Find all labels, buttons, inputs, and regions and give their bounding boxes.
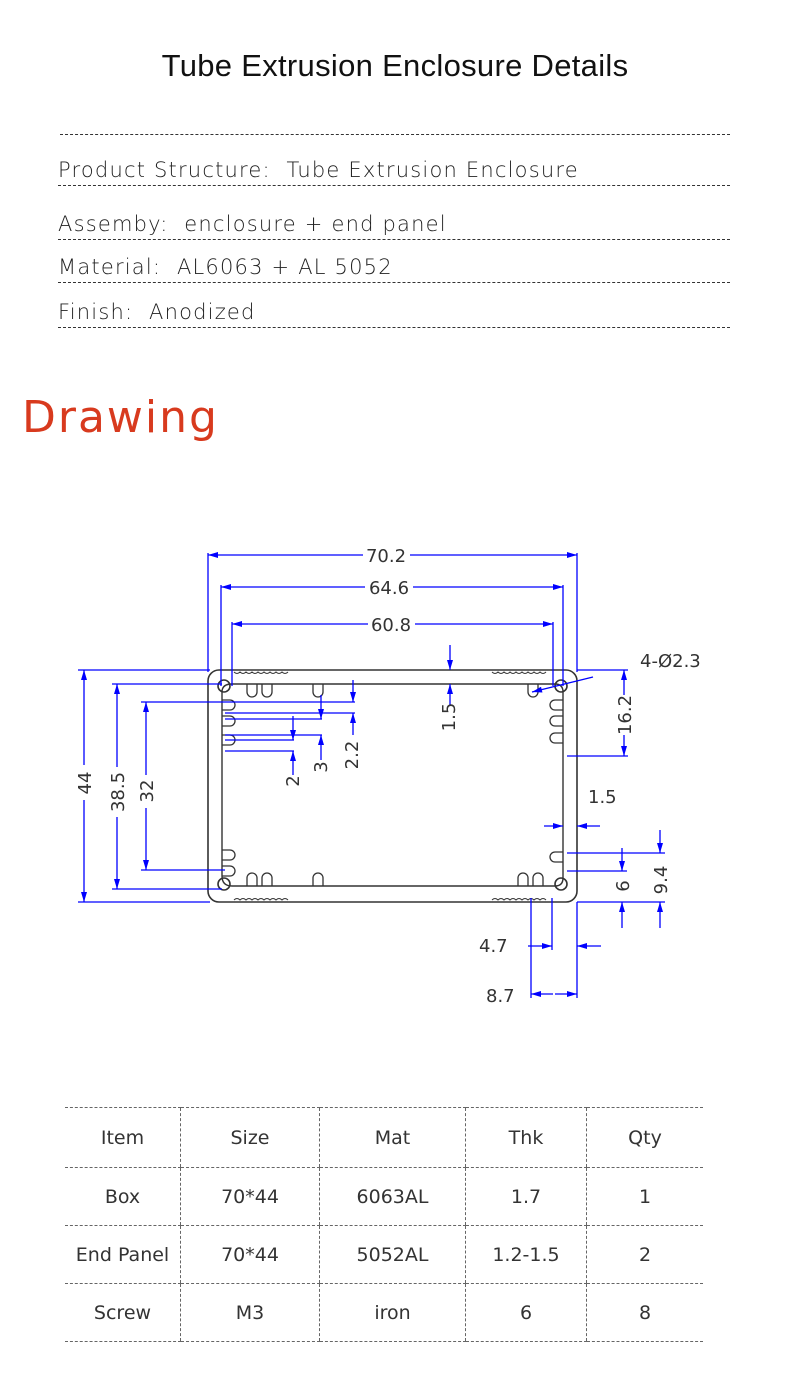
spec-label: Product Structure	[58, 158, 263, 182]
table-header: Qty	[586, 1107, 703, 1168]
table-row: End Panel 70*44 5052AL 1.2-1.5 2	[65, 1225, 703, 1284]
table-cell: End Panel	[65, 1225, 181, 1284]
dim-label-slot-2-2: 2.2	[342, 741, 363, 770]
table-cell: M3	[180, 1283, 320, 1342]
dim-label-side-slot-span: 16.2	[615, 695, 636, 735]
table-cell: iron	[319, 1283, 466, 1342]
dim-label-side-wall: 1.5	[588, 787, 617, 808]
dim-label-overall-width: 70.2	[366, 546, 406, 567]
dim-label-top-wall: 1.5	[439, 703, 460, 732]
dim-label-inner-height: 32	[137, 780, 158, 803]
table-cell: Box	[65, 1167, 181, 1226]
spec-value: Tube Extrusion Enclosure	[286, 158, 579, 182]
dim-label-outer-width: 64.6	[369, 578, 409, 599]
dim-label-corner-4-7: 4.7	[479, 936, 508, 957]
spec-material: Material: AL6063 + AL 5052	[58, 254, 730, 283]
table-cell: 6063AL	[319, 1167, 466, 1226]
spec-label: Finish	[58, 300, 125, 324]
technical-drawing: 70.2 64.6 60.8 1.5 44 38.5 32 2 3 2.2 4-…	[75, 546, 701, 1007]
spec-value: Anodized	[149, 300, 256, 324]
table-header: Mat	[319, 1107, 466, 1168]
dim-label-hole-callout: 4-Ø2.3	[640, 651, 701, 672]
dim-label-inner-width: 60.8	[371, 615, 411, 636]
table-header: Size	[180, 1107, 320, 1168]
spec-value: enclosure + end panel	[184, 212, 447, 236]
dimension-lines	[78, 552, 665, 998]
table-cell: 2	[586, 1225, 703, 1284]
spec-product-structure: Product Structure: Tube Extrusion Enclos…	[58, 157, 730, 186]
spec-label: Assemby	[58, 212, 161, 236]
table-cell: 70*44	[180, 1225, 320, 1284]
dim-label-slot-2: 2	[283, 775, 304, 786]
dim-label-slot-3: 3	[311, 761, 332, 772]
spec-label: Material	[58, 255, 153, 279]
parts-table: Item Size Mat Thk Qty Box 70*44 6063AL 1…	[65, 1107, 703, 1342]
table-cell: 8	[586, 1283, 703, 1342]
table-cell: 6	[465, 1283, 587, 1342]
spec-finish: Finish: Anodized	[58, 299, 730, 328]
table-cell: 1.2-1.5	[465, 1225, 587, 1284]
table-cell: 1.7	[465, 1167, 587, 1226]
table-cell: Screw	[65, 1283, 181, 1342]
table-cell: 1	[586, 1167, 703, 1226]
table-cell: 5052AL	[319, 1225, 466, 1284]
table-header-row: Item Size Mat Thk Qty	[65, 1107, 703, 1168]
table-header: Thk	[465, 1107, 587, 1168]
dim-label-outer-height: 38.5	[108, 772, 129, 812]
table-row: Screw M3 iron 6 8	[65, 1283, 703, 1342]
table-header: Item	[65, 1107, 181, 1168]
dim-label-overall-height: 44	[75, 772, 96, 795]
divider	[60, 134, 730, 135]
table-cell: 70*44	[180, 1167, 320, 1226]
spec-assembly: Assemby: enclosure + end panel	[58, 211, 730, 240]
table-row: Box 70*44 6063AL 1.7 1	[65, 1167, 703, 1226]
dim-label-corner-9-4: 9.4	[651, 866, 672, 895]
page-title: Tube Extrusion Enclosure Details	[161, 48, 629, 83]
dim-label-corner-8-7: 8.7	[486, 986, 515, 1007]
spec-value: AL6063 + AL 5052	[176, 255, 393, 279]
enclosure-outline	[207, 669, 578, 903]
drawing-heading: Drawing	[22, 392, 219, 443]
dim-label-corner-6: 6	[613, 880, 634, 891]
